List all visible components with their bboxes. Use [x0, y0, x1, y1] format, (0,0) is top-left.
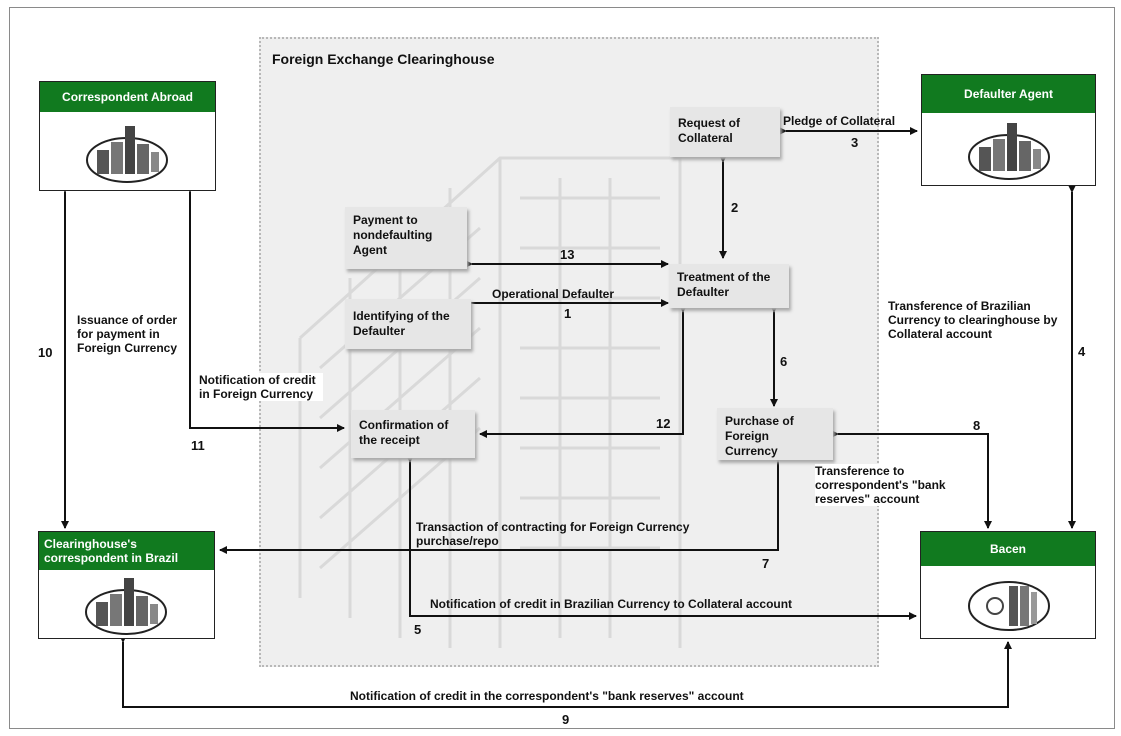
actor-header: Defaulter Agent [922, 75, 1095, 113]
number-1: 1 [564, 306, 572, 321]
arrow-5 [406, 455, 917, 620]
step-confirmation-receipt: Confirmation of the receipt [351, 410, 475, 458]
number-11: 11 [191, 438, 205, 453]
city-buildings-icon [968, 123, 1050, 180]
label-transference-bank-reserves: Transference to correspondent's "bank re… [815, 464, 985, 506]
label-notification-credit-foreign: Notification of credit in Foreign Curren… [199, 373, 323, 401]
number-12: 12 [656, 416, 671, 431]
number-2: 2 [731, 200, 739, 215]
number-9: 9 [562, 712, 570, 727]
number-3: 3 [851, 135, 859, 150]
number-7: 7 [762, 556, 770, 571]
label-notification-bank-reserves: Notification of credit in the correspond… [350, 689, 744, 703]
diagram-frame [9, 7, 1115, 729]
label-operational-defaulter: Operational Defaulter [492, 287, 615, 301]
actor-header: Clearinghouse's correspondent in Brazil [39, 532, 214, 570]
clearinghouse-title: Foreign Exchange Clearinghouse [272, 51, 495, 67]
arrow-8 [831, 430, 992, 529]
city-buildings-icon [86, 126, 168, 183]
city-buildings-icon [85, 578, 167, 635]
actor-header: Bacen [921, 532, 1095, 566]
number-13: 13 [560, 247, 575, 262]
step-treatment-defaulter: Treatment of the Defaulter [669, 264, 789, 308]
label-notification-credit-brazilian: Notification of credit in Brazilian Curr… [430, 597, 793, 611]
actor-correspondent-abroad: Correspondent Abroad [39, 81, 216, 191]
central-bank-building-icon [968, 581, 1050, 631]
arrow-9 [119, 635, 1012, 708]
actor-defaulter-agent: Defaulter Agent [921, 74, 1096, 186]
number-8: 8 [973, 418, 981, 433]
number-4: 4 [1078, 344, 1086, 359]
label-pledge-collateral: Pledge of Collateral [783, 114, 896, 128]
step-payment-nondefaulting: Payment to nondefaulting Agent [345, 207, 467, 269]
number-10: 10 [38, 345, 53, 360]
step-identifying-defaulter: Identifying of the Defaulter [345, 299, 471, 349]
number-5: 5 [414, 622, 422, 637]
arrow-11 [186, 185, 345, 432]
label-transaction-contracting: Transaction of contracting for Foreign C… [416, 520, 690, 548]
actor-header: Correspondent Abroad [40, 82, 215, 112]
label-issuance-order: Issuance of order for payment in Foreign… [77, 313, 178, 355]
actor-clearinghouse-correspondent: Clearinghouse's correspondent in Brazil [38, 531, 215, 639]
step-purchase-foreign-currency: Purchase of Foreign Currency [717, 408, 833, 460]
number-6: 6 [780, 354, 788, 369]
actor-bacen: Bacen [920, 531, 1096, 639]
step-request-collateral: Request of Collateral [670, 107, 780, 157]
label-transference-brazilian: Transference of Brazilian Currency to cl… [888, 299, 1058, 341]
arrow-12 [479, 305, 687, 438]
